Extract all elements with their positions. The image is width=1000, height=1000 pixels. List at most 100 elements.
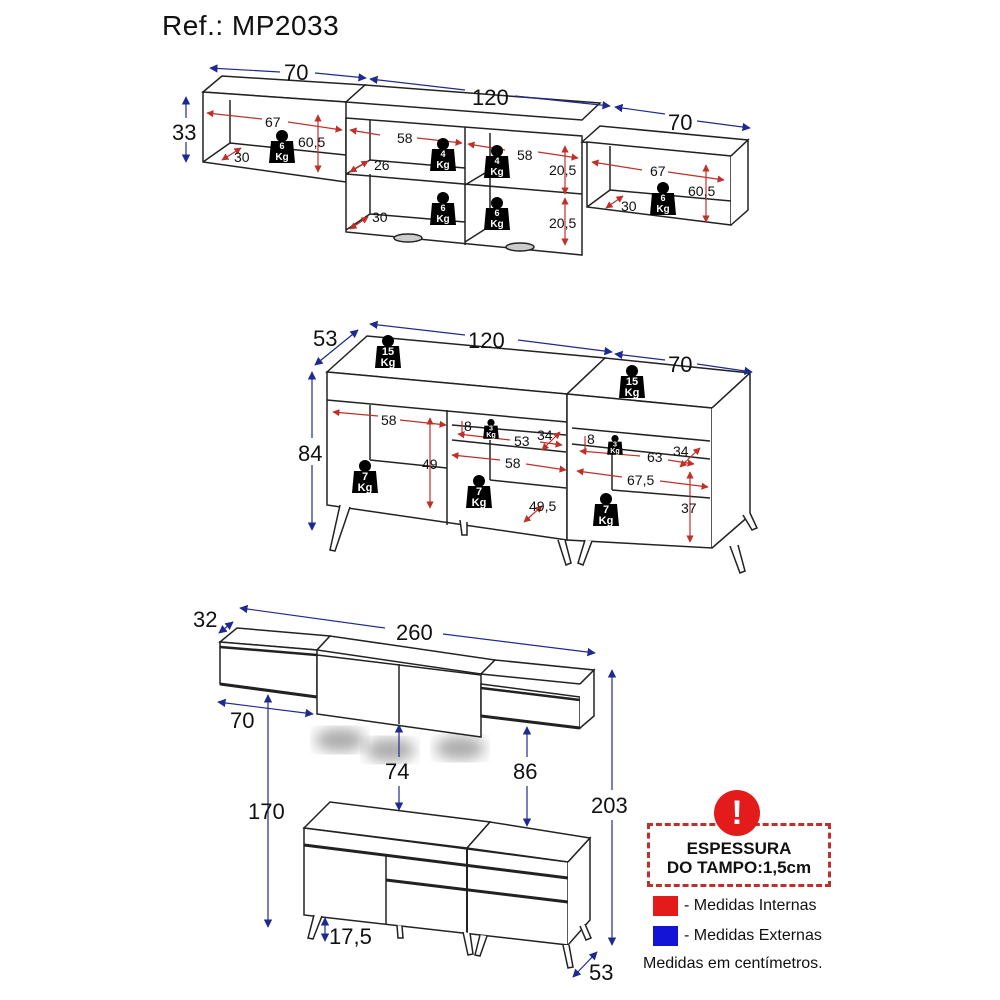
svg-text:30: 30 (234, 149, 250, 165)
svg-text:86: 86 (513, 759, 537, 784)
svg-text:34: 34 (537, 427, 553, 443)
middle-external-dimensions: 53 120 70 84 (298, 320, 753, 531)
svg-text:3: 3 (613, 439, 617, 448)
svg-text:Kg: Kg (656, 204, 669, 215)
svg-text:60,5: 60,5 (298, 134, 325, 150)
svg-text:58: 58 (397, 130, 413, 146)
top-internal-dimensions (206, 110, 725, 246)
svg-text:170: 170 (248, 799, 285, 824)
svg-text:20,5: 20,5 (549, 215, 576, 231)
svg-text:Kg: Kg (381, 357, 396, 369)
svg-text:58: 58 (381, 412, 397, 428)
svg-text:Kg: Kg (625, 387, 640, 399)
exclamation-icon: ! (714, 790, 760, 836)
svg-text:70: 70 (284, 60, 308, 85)
svg-text:49,5: 49,5 (529, 498, 556, 514)
svg-text:58: 58 (505, 455, 521, 471)
svg-text:26: 26 (374, 157, 390, 173)
svg-text:30: 30 (372, 209, 388, 225)
svg-text:70: 70 (668, 110, 692, 135)
svg-text:Kg: Kg (472, 497, 487, 509)
weight-icon: 3Kg (483, 419, 499, 439)
top-view-wall-cabinets (201, 75, 750, 256)
svg-text:53: 53 (313, 326, 337, 351)
svg-text:Kg: Kg (490, 167, 503, 178)
svg-text:67: 67 (265, 114, 281, 130)
svg-text:4: 4 (494, 156, 499, 166)
svg-text:Kg: Kg (599, 515, 614, 527)
svg-text:17,5: 17,5 (329, 924, 372, 949)
svg-text:120: 120 (472, 85, 509, 110)
top-internal-labels: 67 60,5 30 58 26 30 58 20,5 20,5 67 60,5… (234, 114, 715, 231)
bottom-external-dimensions: 32 260 70 170 74 86 203 17,5 53 (193, 604, 628, 985)
svg-text:32: 32 (193, 607, 217, 632)
legend-external: - Medidas Externas (653, 926, 822, 946)
svg-text:74: 74 (385, 759, 409, 784)
svg-text:Kg: Kg (358, 482, 373, 494)
svg-text:7: 7 (476, 486, 482, 498)
svg-text:58: 58 (517, 147, 533, 163)
reference-title: Ref.: MP2033 (162, 10, 340, 41)
weight-icon: 3Kg (607, 435, 623, 455)
legend-internal-label: - Medidas Internas (684, 897, 817, 914)
top-external-dimensions: 70 120 70 33 (172, 60, 751, 163)
svg-text:60,5: 60,5 (688, 183, 715, 199)
svg-text:15: 15 (382, 346, 394, 358)
weight-icon: 7Kg (352, 460, 378, 494)
weight-icon: 6Kg (484, 197, 510, 230)
svg-text:Kg: Kg (486, 430, 496, 439)
internal-color-swatch (653, 896, 678, 916)
weight-icon: 7Kg (466, 475, 492, 509)
svg-text:37: 37 (681, 500, 697, 516)
svg-text:53: 53 (589, 960, 613, 985)
svg-text:Kg: Kg (436, 160, 449, 171)
weight-icon: 6Kg (650, 182, 676, 215)
svg-text:Kg: Kg (275, 152, 288, 163)
svg-text:8: 8 (587, 431, 595, 447)
weight-icon: 4Kg (430, 138, 456, 171)
svg-text:7: 7 (362, 471, 368, 483)
external-color-swatch (653, 926, 678, 946)
svg-text:33: 33 (172, 120, 196, 145)
svg-text:6: 6 (279, 141, 284, 151)
svg-text:260: 260 (396, 620, 433, 645)
svg-text:6: 6 (440, 203, 445, 213)
svg-text:49: 49 (422, 456, 438, 472)
svg-text:Kg: Kg (436, 214, 449, 225)
svg-text:30: 30 (621, 198, 637, 214)
svg-text:67,5: 67,5 (627, 472, 654, 488)
svg-text:15: 15 (626, 376, 638, 388)
weight-icon: 6Kg (430, 192, 456, 225)
svg-text:4: 4 (440, 149, 445, 159)
svg-text:6: 6 (494, 208, 499, 218)
svg-text:3: 3 (489, 423, 493, 432)
svg-text:8: 8 (464, 418, 472, 434)
units-note: Medidas em centímetros. (643, 955, 823, 972)
warning-line-2: DO TAMPO:1,5cm (666, 858, 812, 877)
svg-text:84: 84 (298, 441, 322, 466)
top-load-weights: 6Kg 4Kg 4Kg 6Kg 6Kg 6Kg (269, 130, 676, 230)
svg-text:67: 67 (650, 163, 666, 179)
weight-icon: 7Kg (593, 493, 619, 527)
svg-text:20,5: 20,5 (549, 162, 576, 178)
svg-text:Kg: Kg (490, 219, 503, 230)
svg-text:6: 6 (660, 193, 665, 203)
warning-line-1: ESPESSURA (686, 839, 792, 858)
bottom-view-base-cabinets (302, 801, 592, 969)
svg-text:70: 70 (668, 352, 692, 377)
bottom-view-wall-cabinets (218, 627, 596, 762)
svg-text:53: 53 (514, 433, 530, 449)
svg-text:7: 7 (603, 504, 609, 516)
svg-text:63: 63 (647, 449, 663, 465)
svg-text:203: 203 (591, 793, 628, 818)
svg-text:34: 34 (673, 443, 689, 459)
svg-text:70: 70 (230, 708, 254, 733)
weight-icon: 4Kg (484, 145, 510, 178)
legend-internal: - Medidas Internas (653, 896, 817, 916)
svg-text:Kg: Kg (610, 446, 620, 455)
legend-external-label: - Medidas Externas (684, 927, 822, 944)
